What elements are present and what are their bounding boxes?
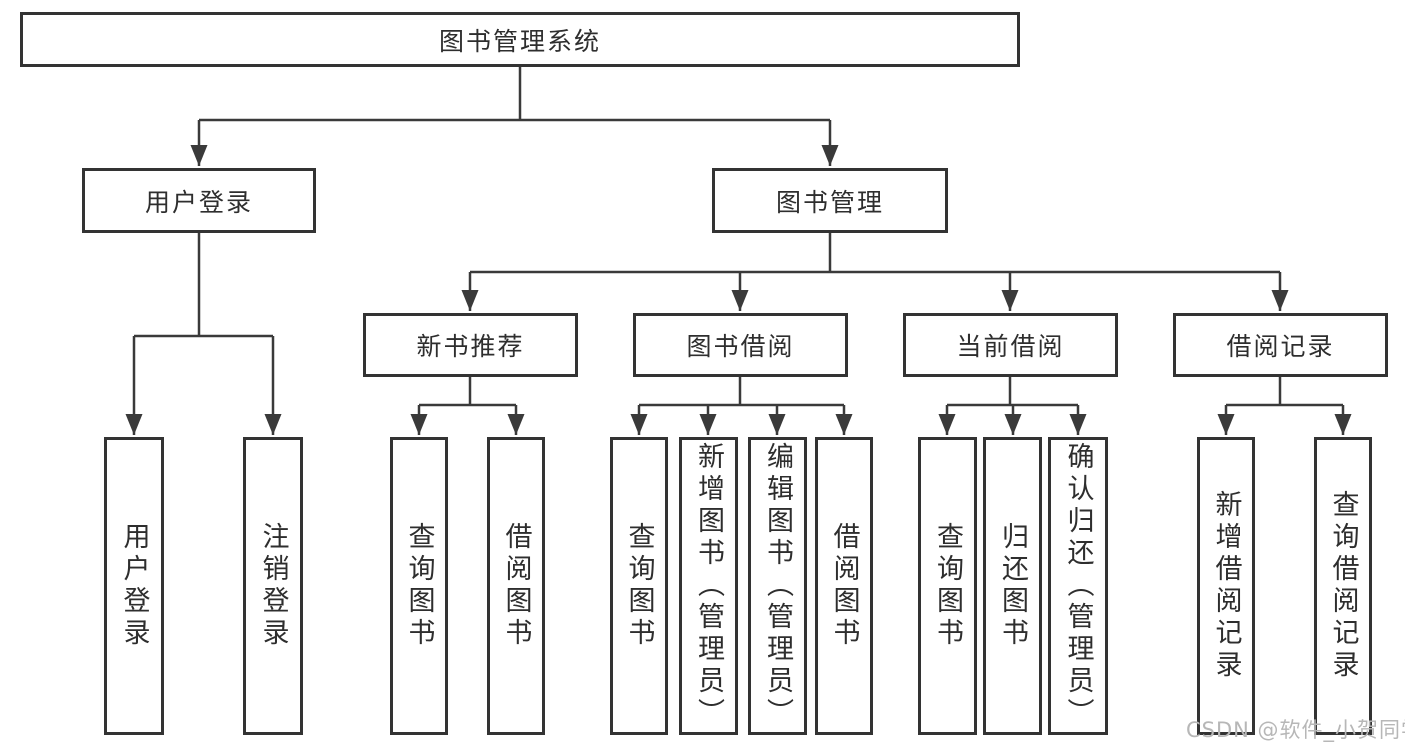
leaf-user-login: 用户登录 <box>104 437 164 735</box>
leaf-query-books: 查询图书 <box>918 437 977 735</box>
leaf-add-borrow-record: 新增借阅记录 <box>1197 437 1255 735</box>
node-library-management-system: 图书管理系统 <box>20 12 1020 67</box>
leaf-label: 借阅图书 <box>828 522 860 650</box>
leaf-query-books: 查询图书 <box>610 437 668 735</box>
leaf-logout: 注销登录 <box>243 437 303 735</box>
leaf-label: 查询图书 <box>403 522 435 650</box>
leaf-add-book-admin: 新增图书（管理员） <box>679 437 738 735</box>
node-book-management: 图书管理 <box>712 168 948 233</box>
leaf-return-books: 归还图书 <box>983 437 1042 735</box>
leaf-label: 新增借阅记录 <box>1210 490 1242 682</box>
node-borrowing-records: 借阅记录 <box>1173 313 1388 377</box>
leaf-edit-book-admin: 编辑图书（管理员） <box>748 437 807 735</box>
csdn-watermark: CSDN @软件_小贺同学 <box>1186 718 1405 742</box>
leaf-label: 查询借阅记录 <box>1327 490 1359 682</box>
leaf-borrow-books: 借阅图书 <box>487 437 545 735</box>
leaf-label: 归还图书 <box>997 522 1028 650</box>
leaf-label: 新增图书（管理员） <box>693 442 724 730</box>
leaf-label: 编辑图书（管理员） <box>762 442 793 730</box>
node-new-book-recommendation: 新书推荐 <box>363 313 578 377</box>
leaf-label: 查询图书 <box>932 522 963 650</box>
leaf-label: 查询图书 <box>623 522 655 650</box>
leaf-label: 用户登录 <box>118 522 150 650</box>
leaf-query-borrow-record: 查询借阅记录 <box>1314 437 1372 735</box>
node-current-borrowing: 当前借阅 <box>903 313 1118 377</box>
leaf-label: 注销登录 <box>257 522 289 650</box>
leaf-confirm-return-admin: 确认归还（管理员） <box>1048 437 1108 735</box>
node-user-login: 用户登录 <box>82 168 316 233</box>
leaf-query-books: 查询图书 <box>390 437 448 735</box>
node-book-borrowing: 图书借阅 <box>633 313 848 377</box>
leaf-borrow-books: 借阅图书 <box>815 437 873 735</box>
leaf-label: 确认归还（管理员） <box>1062 442 1094 730</box>
tree-elbow-lines <box>134 67 1343 407</box>
leaf-label: 借阅图书 <box>500 522 532 650</box>
